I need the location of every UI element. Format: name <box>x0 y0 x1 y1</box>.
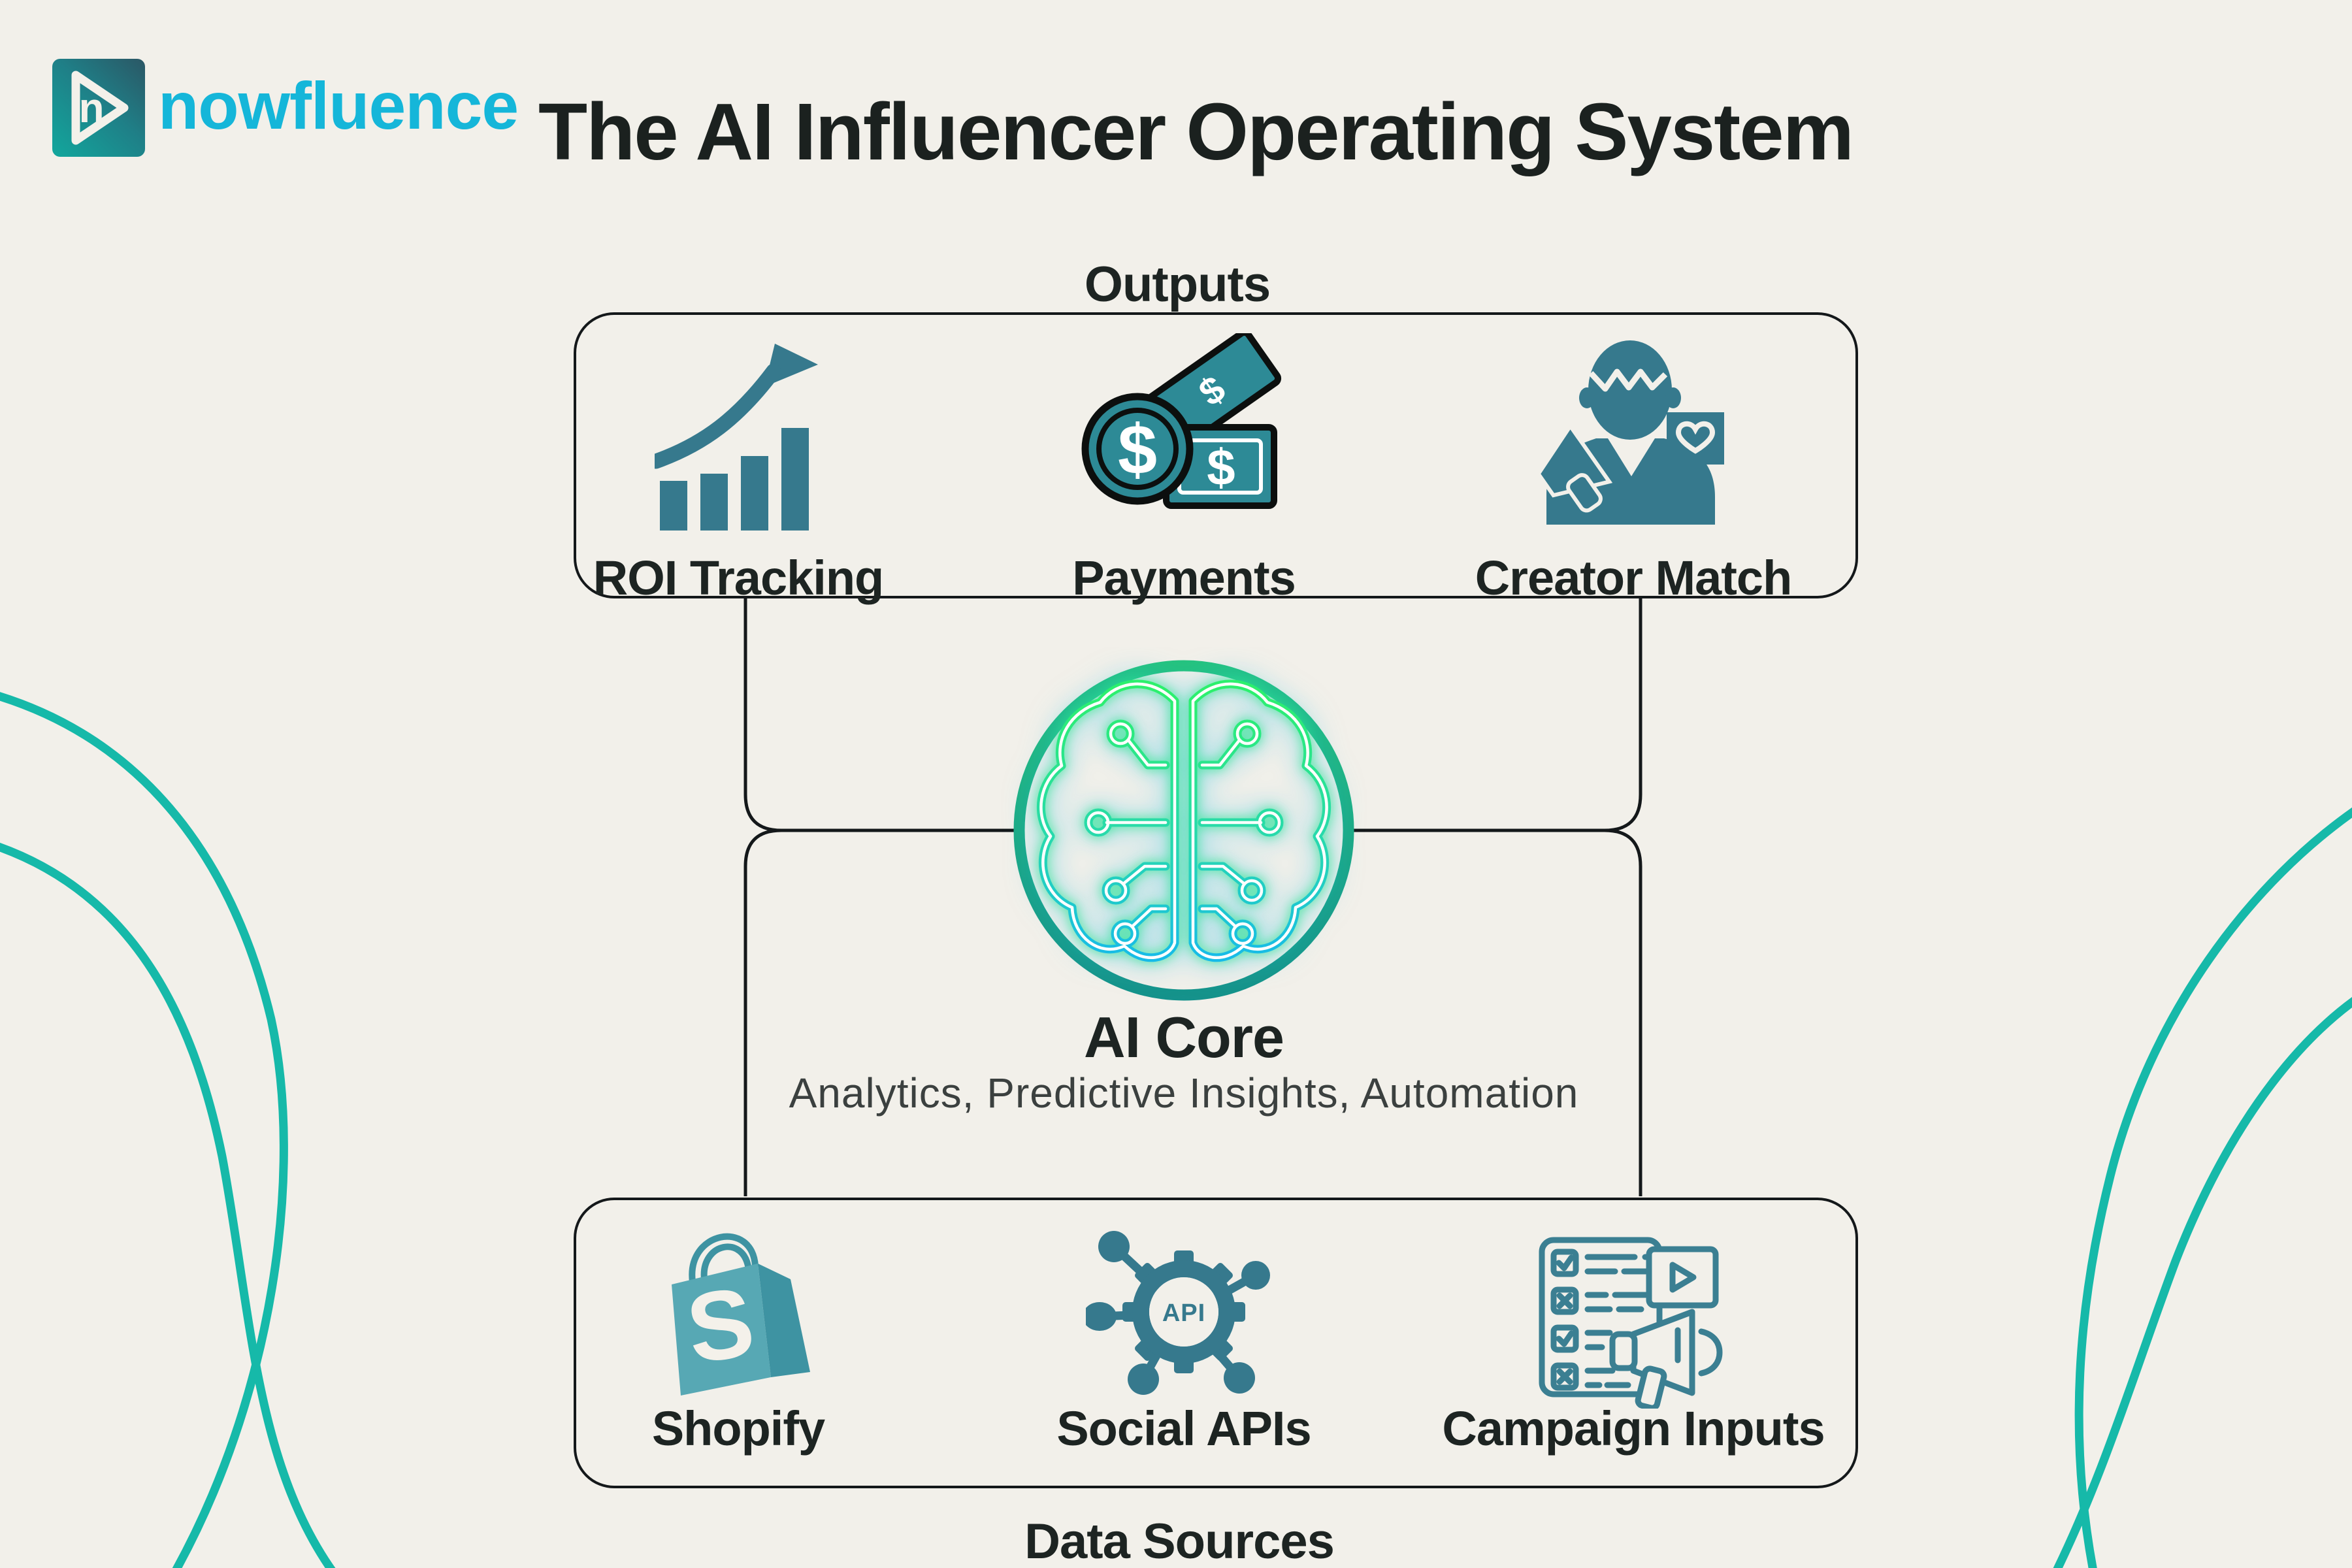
creator-match-icon <box>1536 340 1724 525</box>
item-label-roi-tracking: ROI Tracking <box>593 551 884 605</box>
banknote-dollar-front: $ <box>1207 438 1235 496</box>
ai-core-subtitle: Analytics, Predictive Insights, Automati… <box>789 1070 1579 1117</box>
item-label-campaign-inputs: Campaign Inputs <box>1442 1401 1825 1456</box>
page-title: The AI Influencer Operating System <box>538 88 1854 177</box>
decor-curves-right <box>2053 807 2352 1568</box>
api-gear-text: API <box>1162 1299 1205 1327</box>
item-label-creator-match: Creator Match <box>1475 551 1793 605</box>
connector-lines <box>743 597 1642 1196</box>
shopify-bag-letter: S <box>680 1266 760 1384</box>
coin-dollar: $ <box>1118 410 1157 489</box>
data-sources-box <box>574 1198 1858 1488</box>
item-label-social-apis: Social APIs <box>1056 1401 1311 1456</box>
item-label-payments: Payments <box>1072 551 1296 605</box>
outputs-box <box>574 312 1858 598</box>
ai-core-label: AI Core <box>1084 1005 1284 1070</box>
decor-curves-left <box>0 692 336 1568</box>
circuit-brain-icon <box>1041 684 1331 958</box>
ai-core-circle <box>1013 660 1354 1001</box>
brand-wordmark: nowfluence <box>158 69 519 143</box>
logo-letter: n <box>78 84 104 131</box>
item-label-shopify: Shopify <box>651 1401 825 1456</box>
shopify-bag-icon: S <box>672 1233 810 1396</box>
outputs-section-label: Outputs <box>1084 257 1271 312</box>
payments-icon: $ $ $ <box>1081 333 1282 509</box>
social-apis-icon: API <box>1086 1231 1270 1395</box>
campaign-inputs-icon <box>1539 1237 1723 1409</box>
roi-tracking-icon <box>655 344 818 531</box>
nowfluence-logo-icon: n <box>52 59 145 157</box>
data-sources-section-label: Data Sources <box>1024 1514 1335 1568</box>
